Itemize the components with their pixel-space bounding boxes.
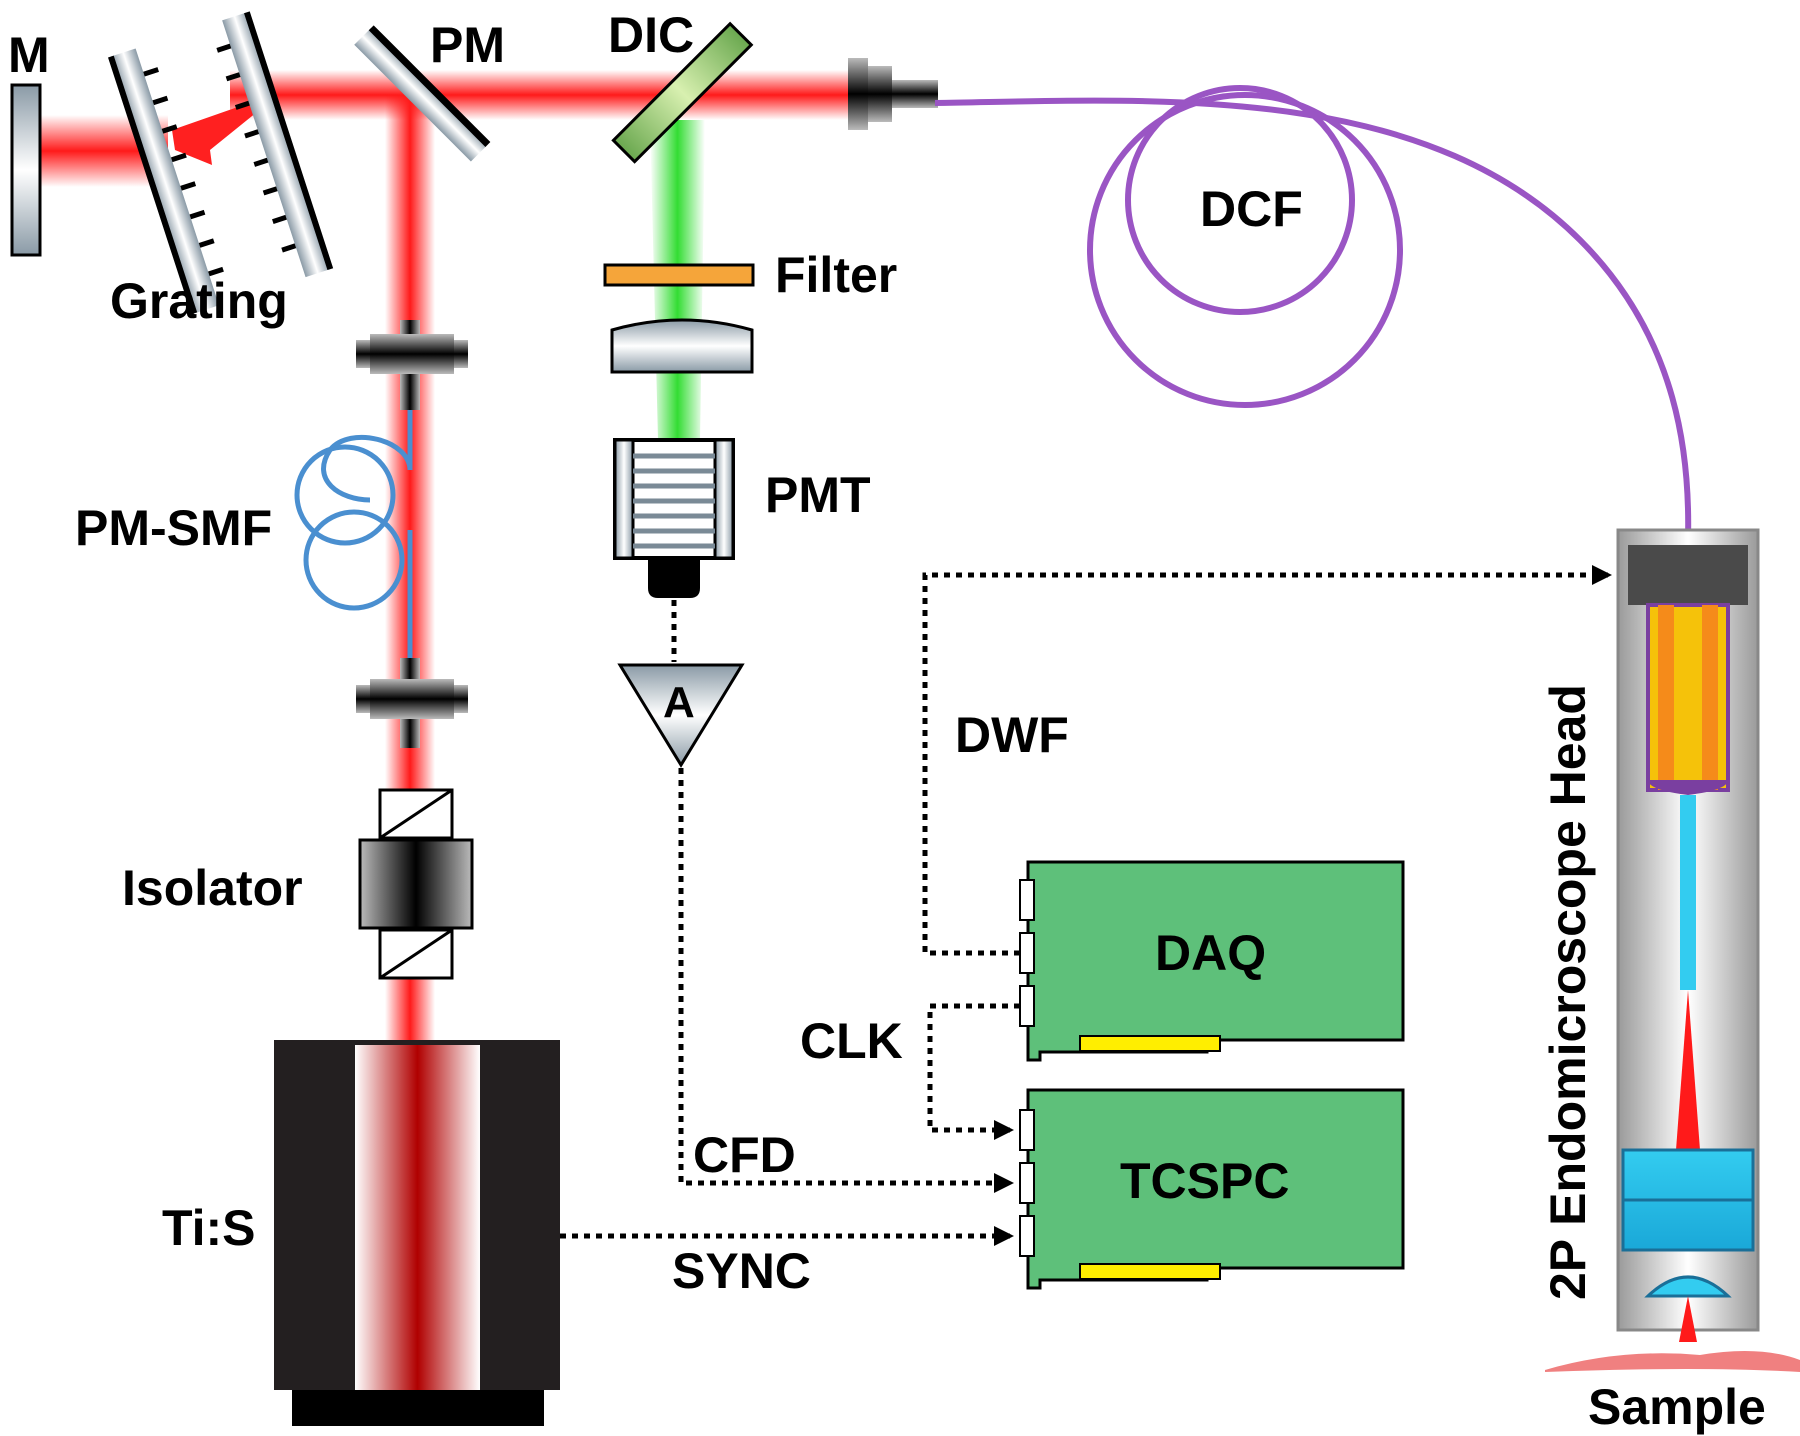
dic-label: DIC: [608, 7, 694, 63]
mirror-m: [10, 83, 42, 257]
dcf-label: DCF: [1200, 181, 1303, 237]
isolator-label: Isolator: [122, 860, 303, 916]
dwf-label: DWF: [955, 707, 1069, 763]
endomicroscope-head: [1616, 528, 1760, 1342]
daq-board: [1019, 860, 1405, 1062]
cfd-label: CFD: [693, 1127, 796, 1183]
daq-label: DAQ: [1155, 925, 1266, 981]
dcf-fiber: [934, 85, 1692, 541]
amplifier: [617, 663, 745, 768]
grating-diffracted-beam: [172, 100, 262, 165]
optical-isolator: [358, 788, 474, 980]
pmt-label: PMT: [765, 467, 871, 523]
grating-label: Grating: [110, 273, 288, 329]
beam-top-horizontal: [230, 70, 860, 120]
sync-label: SYNC: [672, 1243, 811, 1299]
filter-label: Filter: [775, 247, 897, 303]
emission-filter: [603, 263, 755, 287]
sample-label: Sample: [1588, 1379, 1766, 1435]
amplifier-label: A: [663, 678, 695, 727]
sample-surface: [1545, 1351, 1800, 1372]
fiber-coupler-dcf: [848, 58, 938, 130]
collection-lens: [610, 318, 754, 374]
grating: [108, 11, 334, 315]
pm-smf-label: PM-SMF: [75, 500, 272, 556]
mirror-label: M: [8, 27, 50, 83]
endomicroscope-head-label: 2P Endomicroscope Head: [1540, 684, 1596, 1300]
tcspc-label: TCSPC: [1120, 1153, 1289, 1209]
clk-label: CLK: [800, 1013, 903, 1069]
pm-smf-fiber: [294, 405, 413, 660]
fiber-coupler-lower: [356, 658, 468, 748]
fiber-coupler-upper: [356, 320, 468, 410]
clk-signal-line: [927, 1003, 1020, 1140]
tis-laser: [274, 1040, 560, 1426]
cfd-signal-line: [678, 768, 1014, 1193]
dichroic-mirror: [611, 21, 754, 164]
tis-label: Ti:S: [162, 1200, 256, 1256]
pm-label: PM: [430, 17, 505, 73]
tcspc-board: [1019, 1088, 1405, 1290]
pmt: [613, 438, 735, 598]
pick-off-mirror: [354, 25, 491, 162]
